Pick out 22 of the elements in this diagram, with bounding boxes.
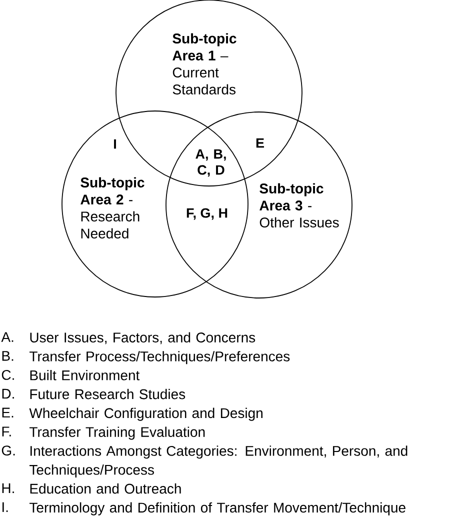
- key-text: Education and Outreach: [30, 483, 181, 494]
- key-text: Interactions Amongst Categories: Environment, Person, and Techniques/Process: [30, 446, 408, 478]
- key-text: Terminology and Definition of Transfer Movement/Technique: [30, 502, 406, 516]
- region-label: I: [114, 139, 116, 149]
- key-text: Built Environment: [30, 370, 140, 380]
- region-label: F, G, H: [186, 208, 228, 220]
- key-letter: D.: [2, 388, 14, 399]
- region-label: E: [256, 138, 264, 148]
- key-letter: G.: [2, 446, 15, 456]
- key-text: Future Research Studies: [30, 388, 186, 400]
- key-letter: F.: [2, 426, 11, 436]
- key-text: Wheelchair Configuration and Design: [29, 408, 262, 421]
- region-label: A, B, C, D: [196, 149, 226, 177]
- key-letter: B.: [2, 351, 14, 361]
- key-text: User Issues, Factors, and Concerns: [30, 332, 256, 344]
- key-letter: A.: [1, 332, 14, 342]
- key-text: Transfer Process/Techniques/Preferences: [30, 351, 290, 364]
- key-letter: I.: [2, 502, 8, 512]
- key-letter: H.: [2, 483, 14, 494]
- key-letter: E.: [2, 408, 14, 418]
- key-text: Transfer Training Evaluation: [30, 426, 205, 440]
- key-letter: C.: [2, 370, 14, 380]
